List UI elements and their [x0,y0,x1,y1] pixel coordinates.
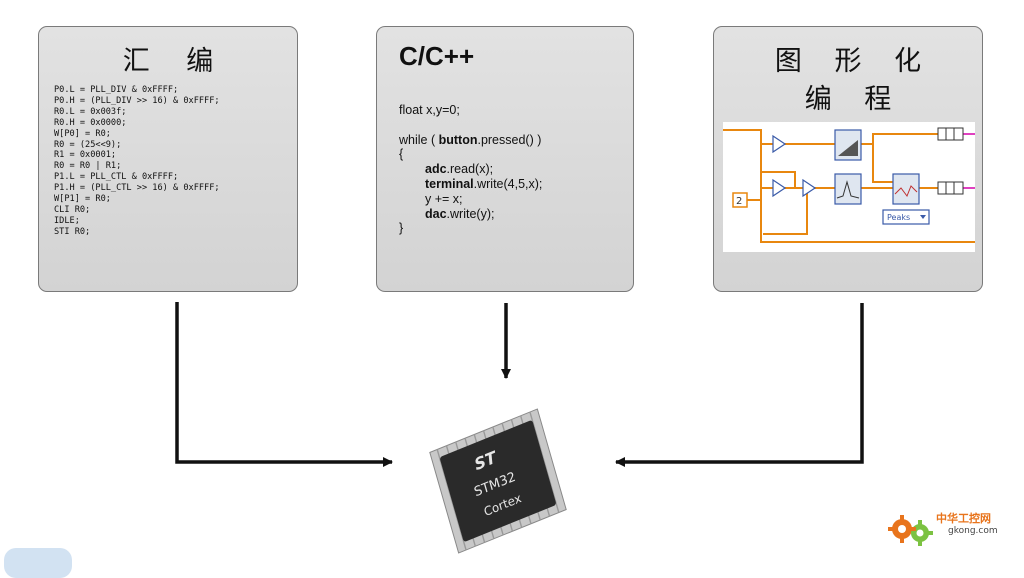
express-vi-1 [834,129,862,161]
arrow-from-graphical [615,303,864,467]
svg-text:Peaks: Peaks [887,213,910,222]
code-line: dac.write(y); [425,206,495,221]
stm32-chip-image: ST STM32 Cortex [420,405,576,559]
asm-line: P0.L = PLL_DIV & 0xFFFF; [54,85,179,95]
asm-line: IDLE; [54,215,80,226]
c-cpp-panel: C/C++ float x,y=0; while ( button.presse… [376,26,634,292]
c-code: float x,y=0; while ( button.pressed() ) … [399,103,542,236]
code-line: float x,y=0; [399,103,460,117]
chip-body [440,420,556,542]
assembly-title: 汇 编 [122,46,228,77]
assembly-code: P0.L = PLL_DIV & 0xFFFF; P0.H = (PLL_DIV… [54,85,220,238]
amplifier-blocks [772,134,817,198]
output-terminals [937,127,964,195]
express-vi-3 [892,173,920,205]
flow-arrows [175,302,864,467]
constant-block [732,192,748,208]
wire-lines [723,129,975,243]
watermark-name: 中华工控网 [936,512,991,525]
graphical-title-line2: 编 程 [804,84,904,115]
code-line: } [399,221,404,236]
labview-diagram-svg: 2 Peaks [723,127,975,243]
express-vi-2 [834,173,862,205]
asm-line: W[P1] = R0; [54,194,111,205]
gear-icon [888,515,933,546]
asm-line: W[P0] = R0; [54,128,111,139]
asm-line: P1.L = PLL_CTL & 0xFFFF; [54,172,179,183]
arrow-from-assembly [175,302,393,467]
asm-line: R0 = (25<<9); [54,139,122,150]
asm-line: R0 = R0 | R1; [54,161,122,172]
graphical-panel: 图 形 化 编 程 [713,26,983,292]
asm-line: STI R0; [54,226,91,237]
asm-line: R0.L = 0x003f; [54,106,127,117]
constant-value: 2 [736,196,742,207]
output-wires [963,133,975,189]
asm-line: R1 = 0x0001; [54,150,117,161]
graphical-title-line1: 图 形 化 [774,46,934,77]
code-line: terminal.write(4,5,x); [425,176,543,191]
code-line: adc.read(x); [425,162,494,177]
code-line: { [399,147,404,162]
asm-line: CLI R0; [54,204,91,215]
c-cpp-title: C/C++ [399,41,475,71]
peaks-dropdown: Peaks [882,209,930,225]
asm-line: R0.H = 0x0000; [54,117,127,128]
code-line: y += x; [425,191,463,206]
gkong-watermark: 中华工控网 gkong.com [884,507,1014,551]
code-line: while ( button.pressed() ) [399,132,542,147]
watermark-domain: gkong.com [948,526,998,536]
labview-block-diagram: 2 Peaks [723,122,975,252]
asm-line: P0.H = (PLL_DIV >> 16) & 0xFFFF; [54,95,220,106]
corner-decoration [4,548,72,578]
terminal-marks [945,128,955,194]
assembly-panel: 汇 编 P0.L = PLL_DIV & 0xFFFF; P0.H = (PLL… [38,26,298,292]
asm-line: P1.H = (PLL_CTL >> 16) & 0xFFFF; [54,183,220,194]
chip-svg: ST STM32 Cortex [429,408,567,554]
